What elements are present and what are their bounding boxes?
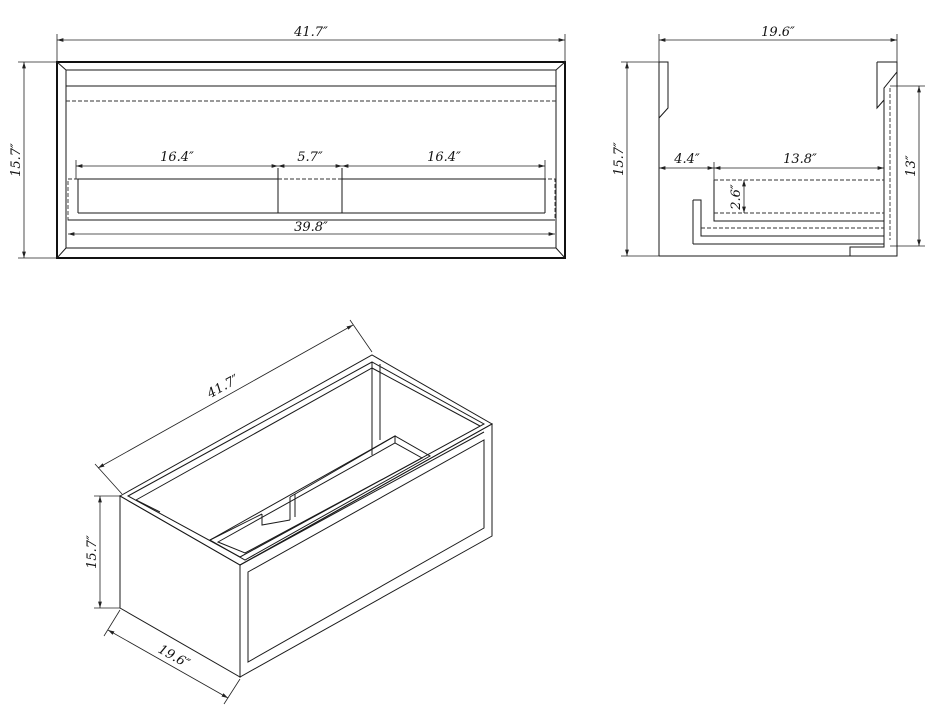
inner-width-label: 39.8″ (294, 220, 328, 235)
side-depth-dimension: 19.6″ (658, 25, 898, 62)
side-drawer-profile (692, 179, 884, 245)
iso-depth-dimension: 19.6″ (103, 609, 241, 705)
side-height-dimension: 15.7″ (612, 61, 659, 257)
iso-height-label: 15.7″ (85, 535, 100, 569)
front-outer-frame (56, 61, 566, 259)
iso-width-dimension: 41.7″ (94, 319, 373, 495)
side-inner-height-dimension: 13″ (890, 85, 925, 247)
isometric-view: 41.7″ 15.7″ 19.6″ (85, 319, 494, 705)
side-drawer-height-dimension: 2.6″ (729, 180, 746, 213)
front-inner-width-dimension: 39.8″ (68, 220, 555, 236)
side-view: 19.6″ 15.7″ 4.4″ 13.8″ 2.6″ 13″ (612, 25, 925, 257)
front-drawer-dimensions: 16.4″ 5.7″ 16.4″ (75, 150, 546, 179)
iso-height-dimension: 15.7″ (85, 495, 120, 609)
center-gap-label: 5.7″ (297, 150, 323, 165)
drawer-depth-label: 13.8″ (783, 152, 817, 167)
front-height-label: 15.7″ (9, 143, 24, 177)
drawer-right-label: 16.4″ (427, 150, 461, 165)
side-drawer-dimensions: 4.4″ 13.8″ (659, 152, 884, 180)
inner-height-label: 13″ (904, 155, 919, 177)
front-drawer-trays (67, 168, 556, 221)
front-width-label: 41.7″ (293, 25, 328, 40)
front-view: 41.7″ 15.7″ 16.4″ 5.7″ 16.4″ 39.8″ (9, 25, 566, 259)
front-height-dimension: 15.7″ (9, 61, 57, 259)
drawer-height-label: 2.6″ (729, 184, 744, 211)
front-offset-label: 4.4″ (673, 152, 700, 167)
side-height-label: 15.7″ (612, 142, 627, 176)
front-width-dimension: 41.7″ (56, 25, 566, 62)
iso-cabinet (118, 354, 494, 678)
side-depth-label: 19.6″ (761, 25, 795, 40)
front-inner-frame (65, 69, 557, 249)
drawer-left-label: 16.4″ (160, 150, 194, 165)
